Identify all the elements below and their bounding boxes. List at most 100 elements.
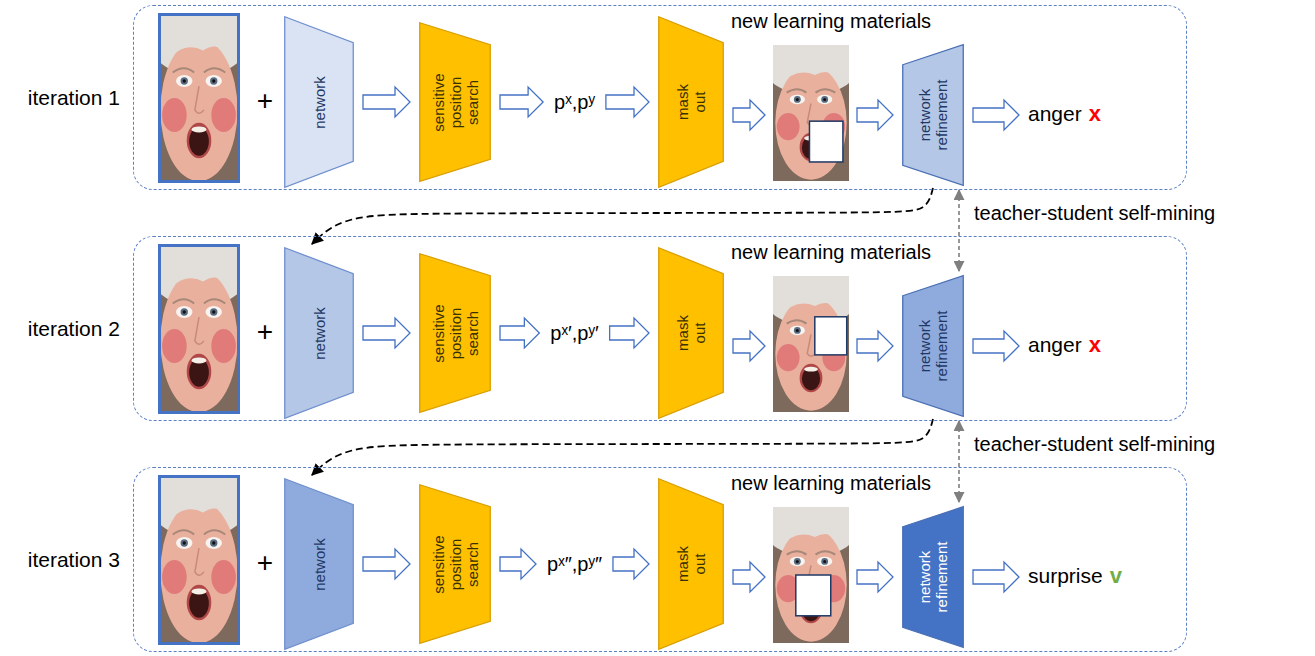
nose: [195, 548, 204, 575]
block-arrow: [733, 100, 893, 130]
iteration-label: iteration 2: [28, 316, 120, 342]
face-skin: [775, 527, 846, 641]
eye: [790, 557, 805, 567]
iris: [821, 558, 828, 565]
pupil: [796, 98, 799, 101]
lips: [187, 354, 212, 390]
iris: [181, 539, 188, 546]
face-skin: [160, 501, 237, 644]
lips: [800, 364, 823, 393]
block-arrow: [733, 331, 893, 361]
face-photo: [158, 13, 240, 183]
eye: [176, 306, 192, 318]
block-arrow: [363, 87, 410, 117]
edge-label: pˣ′,pʸ′: [547, 321, 601, 345]
hair-fringe: [779, 292, 844, 316]
mask-patch: [809, 121, 842, 162]
pupil: [823, 560, 826, 563]
block-label: network: [311, 42, 328, 162]
open-mouth: [189, 358, 209, 387]
iteration-panel: iteration 1networksensitive position sea…: [133, 5, 1187, 190]
label-holder: +: [257, 84, 273, 118]
pupil: [212, 310, 215, 313]
prediction-label: surprise: [1028, 563, 1103, 588]
result-mark: v: [1110, 563, 1122, 589]
label-holder: +: [257, 546, 273, 580]
mining-arrow: [958, 421, 960, 502]
network-block: network: [284, 16, 354, 188]
pupil: [212, 79, 215, 82]
network-block: network: [284, 247, 354, 419]
hair-fringe: [165, 33, 236, 64]
edge-label-holder: pˣ″,pʸ″: [544, 552, 605, 576]
eyebrow: [173, 68, 194, 72]
block-label: mask out: [674, 305, 708, 361]
hair-fringe: [165, 264, 236, 295]
eye: [206, 306, 222, 318]
search-block-shape: [420, 485, 491, 644]
iris: [210, 77, 217, 84]
result-mark: x: [1089, 101, 1101, 127]
cheek: [162, 98, 187, 132]
photo-border: [160, 246, 239, 413]
refinement-block: network refinement: [902, 275, 964, 417]
open-mouth: [189, 589, 209, 618]
mining-arrow: [958, 190, 960, 271]
iteration-panel: iteration 2networksensitive position sea…: [133, 236, 1187, 421]
teeth: [192, 357, 207, 363]
iris: [794, 96, 801, 103]
face-skin: [160, 39, 237, 182]
eye: [790, 326, 805, 336]
eyebrow: [173, 299, 194, 303]
block-label: sensitive position search: [430, 294, 481, 372]
hair-fringe: [779, 61, 844, 85]
iteration-label: iteration 1: [28, 85, 120, 111]
teeth: [192, 588, 207, 594]
hair-fringe: [165, 495, 236, 526]
iris: [181, 308, 188, 315]
cheek: [777, 113, 800, 140]
block-arrow: [733, 562, 893, 592]
block-label: sensitive position search: [430, 525, 481, 603]
label-holder: anger: [1028, 332, 1082, 357]
block-label: sensitive position search: [430, 63, 481, 141]
mask-patch: [796, 575, 831, 616]
cheek: [777, 344, 800, 371]
mask-block-shape: [659, 248, 724, 419]
label-holder: +: [257, 315, 273, 349]
photo-border: [160, 15, 239, 182]
label-holder: x: [1089, 101, 1101, 127]
face-photo: [773, 45, 849, 181]
eyebrow: [204, 68, 225, 72]
network-block-shape: [285, 479, 354, 650]
pupil: [823, 98, 826, 101]
mask-block: mask out: [658, 16, 724, 188]
eye: [790, 95, 805, 105]
eye: [176, 75, 192, 87]
refinement-block-shape: [903, 507, 964, 648]
block-arrow: [363, 549, 410, 579]
photo-background: [158, 13, 240, 183]
photo-background: [158, 244, 240, 414]
search-block: sensitive position search: [419, 253, 491, 413]
pupil: [183, 79, 186, 82]
materials-label: new learning materials: [731, 240, 931, 264]
photo-background: [773, 276, 849, 412]
eyebrow: [204, 299, 225, 303]
block-label: network refinement: [916, 298, 950, 394]
cheek: [211, 98, 236, 132]
edge-label: teacher-student self-mining: [971, 201, 1218, 225]
iteration-panel: iteration 3networksensitive position sea…: [133, 467, 1187, 652]
plus-sign: +: [257, 546, 273, 580]
eye: [817, 95, 832, 105]
edge-label: teacher-student self-mining: [971, 432, 1218, 456]
face-photo: [158, 475, 240, 645]
edge-label-holder: teacher-student self-mining: [971, 201, 1218, 225]
block-label: network refinement: [916, 529, 950, 625]
label-holder: new learning materials: [731, 471, 931, 495]
block-arrow: [500, 549, 649, 579]
photo-background: [773, 507, 849, 643]
edge-label: pˣ,pʸ: [551, 90, 598, 114]
